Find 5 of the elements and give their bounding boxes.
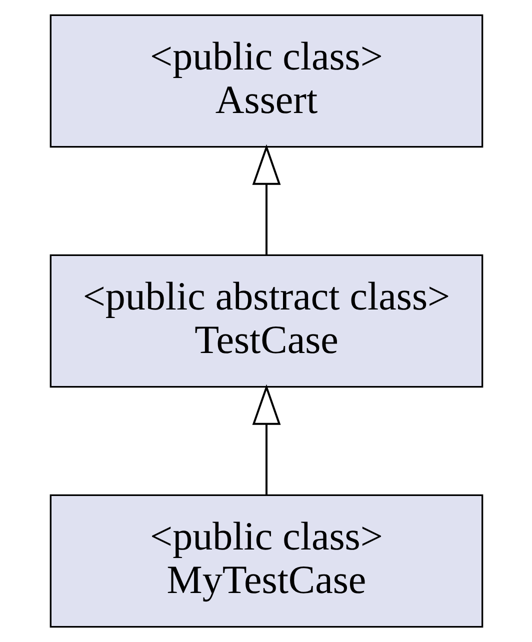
node-box: <public abstract class> TestCase bbox=[49, 254, 483, 388]
arrow bbox=[252, 144, 280, 255]
arrow bbox=[252, 384, 280, 495]
node-box: <public class> Assert bbox=[49, 14, 483, 148]
node-box: <public class> MyTestCase bbox=[49, 494, 483, 628]
